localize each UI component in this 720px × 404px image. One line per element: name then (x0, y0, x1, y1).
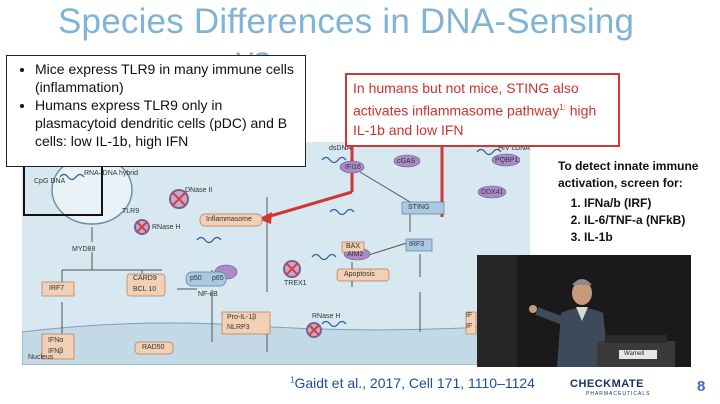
citation-sup: 1 (290, 375, 295, 385)
cpg-dna-label: CpG DNA (34, 178, 66, 185)
rnase-h-label-2: RNase H (312, 313, 341, 320)
callout-box: In humans but not mice, STING also activ… (345, 73, 620, 147)
callout-text: In humans but not mice, STING also activ… (353, 80, 579, 119)
pathway-diagram: CpG DNA RNA–DNA hybrid TLR9 DNase II MYD… (22, 142, 530, 365)
speaker-figure (477, 255, 691, 367)
sting-label: STING (408, 204, 430, 211)
pathway-diagram-graphics (22, 147, 530, 365)
nfkb-label: NF-κB (198, 291, 218, 298)
callout-text-2: high IL-1b and low IFN (353, 102, 597, 138)
bullet-box: Mice express TLR9 in many immune cells (… (6, 55, 306, 167)
bax-label: BAX (346, 243, 361, 250)
screen-item: IL-6/TNF-a (NFkB) (584, 212, 708, 229)
p65-label: p65 (212, 275, 224, 282)
company-logo-sub: PHARMACEUTICALS (586, 391, 651, 397)
rna-dna-hybrid-label: RNA–DNA hybrid (84, 170, 139, 177)
citation-text: Gaidt et al., 2017, Cell 171, 1110–1124 (294, 375, 535, 391)
ifi16-label: IFI16 (345, 164, 361, 171)
irf7-label: IRF7 (49, 285, 65, 292)
company-logo: CHECKMATE (570, 378, 644, 390)
if-label-1: IF (466, 312, 473, 319)
pro-il1b-label: Pro-IL-1β (227, 314, 257, 321)
dsdna-label: dsDNA (329, 145, 352, 152)
speaker-video: Warnell (477, 255, 691, 367)
page-number: 8 (697, 378, 706, 395)
hiv-cdna-label: HIV cDNA (498, 145, 530, 152)
card9-label: CARD9 (133, 275, 157, 282)
slide-title: Species Differences in DNA-Sensing (58, 2, 635, 41)
screen-item: IL-1b (584, 229, 708, 246)
apoptosis-label: Apoptosis (344, 271, 375, 278)
trex1-label: TREX1 (284, 280, 307, 287)
inflammasome-label: Inflammasome (206, 216, 252, 223)
bullet-item: Humans express TLR9 only in plasmacytoid… (35, 96, 299, 150)
screen-heading: To detect innate immune activation, scre… (558, 159, 699, 190)
myd88-label: MYD88 (72, 246, 96, 253)
bullet-item: Mice express TLR9 in many immune cells (… (35, 60, 299, 96)
rad50-label: RAD50 (142, 344, 165, 351)
callout-sup: 1: (559, 103, 566, 112)
screen-item: IFNa/b (IRF) (584, 195, 708, 212)
nucleus-label: Nucleus (28, 354, 54, 361)
podium-label: Warnell (624, 351, 645, 357)
bcl10-label: BCL 10 (133, 286, 157, 293)
tlr9-label: TLR9 (122, 208, 140, 215)
ddx41-label: DDX41 (481, 189, 504, 196)
ifnb-label: IFNβ (48, 348, 64, 355)
screen-list: To detect innate immune activation, scre… (558, 158, 708, 246)
cgas-label: cGAS (397, 158, 416, 165)
aim2-label: AIM2 (347, 251, 364, 258)
p50-label: p50 (190, 275, 202, 282)
rnase-h-label-1: RNase H (152, 224, 181, 231)
nlrp3-label: NLRP3 (227, 324, 250, 331)
pqbp1-label: PQBP1 (495, 157, 519, 164)
irf3-label: IRF3 (409, 241, 425, 248)
citation: 1Gaidt et al., 2017, Cell 171, 1110–1124 (290, 375, 535, 391)
ifna-label: IFNα (48, 337, 64, 344)
if-label-2: IF (466, 323, 473, 330)
dnase2-label: DNase II (185, 187, 213, 194)
